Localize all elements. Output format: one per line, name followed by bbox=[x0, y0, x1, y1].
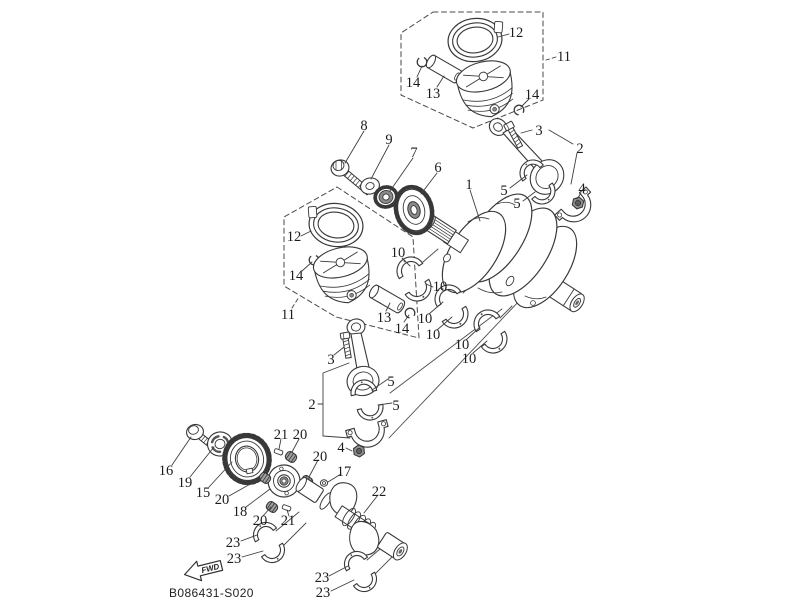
crank-gear-set bbox=[330, 159, 435, 236]
fwd-label: FWD bbox=[200, 562, 220, 575]
leader-lines bbox=[171, 33, 582, 592]
fwd-arrow-outline bbox=[183, 559, 224, 582]
callout-6: 6 bbox=[434, 160, 441, 176]
callout-14: 14 bbox=[289, 268, 304, 284]
callout-22: 22 bbox=[372, 484, 387, 500]
balancer-gear-group bbox=[186, 423, 329, 515]
callout-23: 23 bbox=[226, 535, 241, 551]
callout-5: 5 bbox=[392, 398, 399, 414]
callout-4: 4 bbox=[578, 181, 586, 197]
callout-17: 17 bbox=[337, 464, 352, 480]
callout-10: 10 bbox=[391, 245, 406, 261]
callout-3: 3 bbox=[535, 123, 542, 139]
callout-11: 11 bbox=[557, 49, 571, 65]
callout-19: 19 bbox=[178, 475, 193, 491]
piston-kit-box-upper bbox=[400, 11, 544, 129]
callout-20: 20 bbox=[293, 427, 308, 443]
piston-kit-boxes bbox=[283, 11, 544, 339]
bolt-8 bbox=[330, 159, 372, 196]
balancer-bearing-23 bbox=[352, 571, 382, 597]
callout-8: 8 bbox=[360, 118, 367, 134]
callout-14: 14 bbox=[525, 87, 540, 103]
piston-rings-lower bbox=[302, 198, 367, 251]
piston-rings-upper bbox=[444, 13, 509, 66]
leader-lines-dashed bbox=[291, 56, 557, 309]
balancer-bearing-23 bbox=[260, 542, 290, 568]
callout-10: 10 bbox=[418, 311, 433, 327]
rod-bolt-3-upper bbox=[503, 120, 524, 149]
callout-10: 10 bbox=[426, 327, 441, 343]
damper-hub-18 bbox=[267, 464, 301, 498]
callout-23: 23 bbox=[315, 570, 330, 586]
part-code-label: B086431-S020 bbox=[169, 586, 254, 600]
callout-5: 5 bbox=[513, 196, 520, 212]
main-bearing-10 bbox=[404, 278, 437, 307]
callout-9: 9 bbox=[385, 132, 392, 148]
main-bearing-10 bbox=[441, 305, 474, 334]
callout-12: 12 bbox=[287, 229, 302, 245]
fwd-arrow: FWD bbox=[183, 559, 224, 582]
callout-1: 1 bbox=[465, 177, 472, 193]
rod-bearing-5-lower-b bbox=[356, 403, 386, 423]
rod-bolt-3-lower bbox=[339, 331, 352, 359]
balancer-gear-15 bbox=[222, 432, 272, 486]
callout-20: 20 bbox=[253, 513, 268, 529]
callout-4: 4 bbox=[337, 440, 345, 456]
callout-5: 5 bbox=[387, 374, 394, 390]
gear-6 bbox=[393, 184, 435, 236]
balancer-shaft-22 bbox=[295, 476, 408, 561]
callout-10: 10 bbox=[462, 351, 477, 367]
washer-9 bbox=[360, 177, 380, 195]
callout-21: 21 bbox=[281, 513, 296, 529]
main-bearing-10 bbox=[468, 304, 501, 333]
callout-21: 21 bbox=[274, 427, 289, 443]
damper-pin-21 bbox=[281, 503, 292, 512]
callout-10: 10 bbox=[433, 279, 448, 295]
washer-17 bbox=[319, 479, 329, 487]
callout-23: 23 bbox=[316, 585, 331, 601]
callout-2: 2 bbox=[576, 141, 583, 157]
callout-20: 20 bbox=[215, 492, 230, 508]
callout-23: 23 bbox=[227, 551, 242, 567]
callout-18: 18 bbox=[233, 504, 248, 520]
lower-connecting-rod bbox=[339, 318, 393, 459]
callout-11: 11 bbox=[281, 307, 295, 323]
piston-lower bbox=[309, 241, 378, 310]
callout-10: 10 bbox=[455, 337, 470, 353]
damper-spring-20 bbox=[283, 449, 299, 465]
callout-3: 3 bbox=[327, 352, 334, 368]
circlip-lower-right bbox=[403, 306, 417, 320]
callout-7: 7 bbox=[410, 145, 417, 161]
damper-pin-21 bbox=[273, 447, 284, 456]
callout-13: 13 bbox=[426, 86, 441, 102]
callout-20: 20 bbox=[313, 449, 328, 465]
callout-13: 13 bbox=[377, 310, 392, 326]
callout-12: 12 bbox=[509, 25, 524, 41]
gear-7 bbox=[373, 185, 399, 209]
callout-14: 14 bbox=[406, 75, 421, 91]
rod-cap-lower bbox=[345, 419, 393, 453]
callout-14: 14 bbox=[395, 321, 410, 337]
callout-16: 16 bbox=[159, 463, 174, 479]
upper-connecting-rod bbox=[488, 118, 602, 233]
callout-2: 2 bbox=[308, 397, 315, 413]
callout-5: 5 bbox=[500, 183, 507, 199]
crankshaft bbox=[424, 193, 585, 313]
callout-15: 15 bbox=[196, 485, 211, 501]
